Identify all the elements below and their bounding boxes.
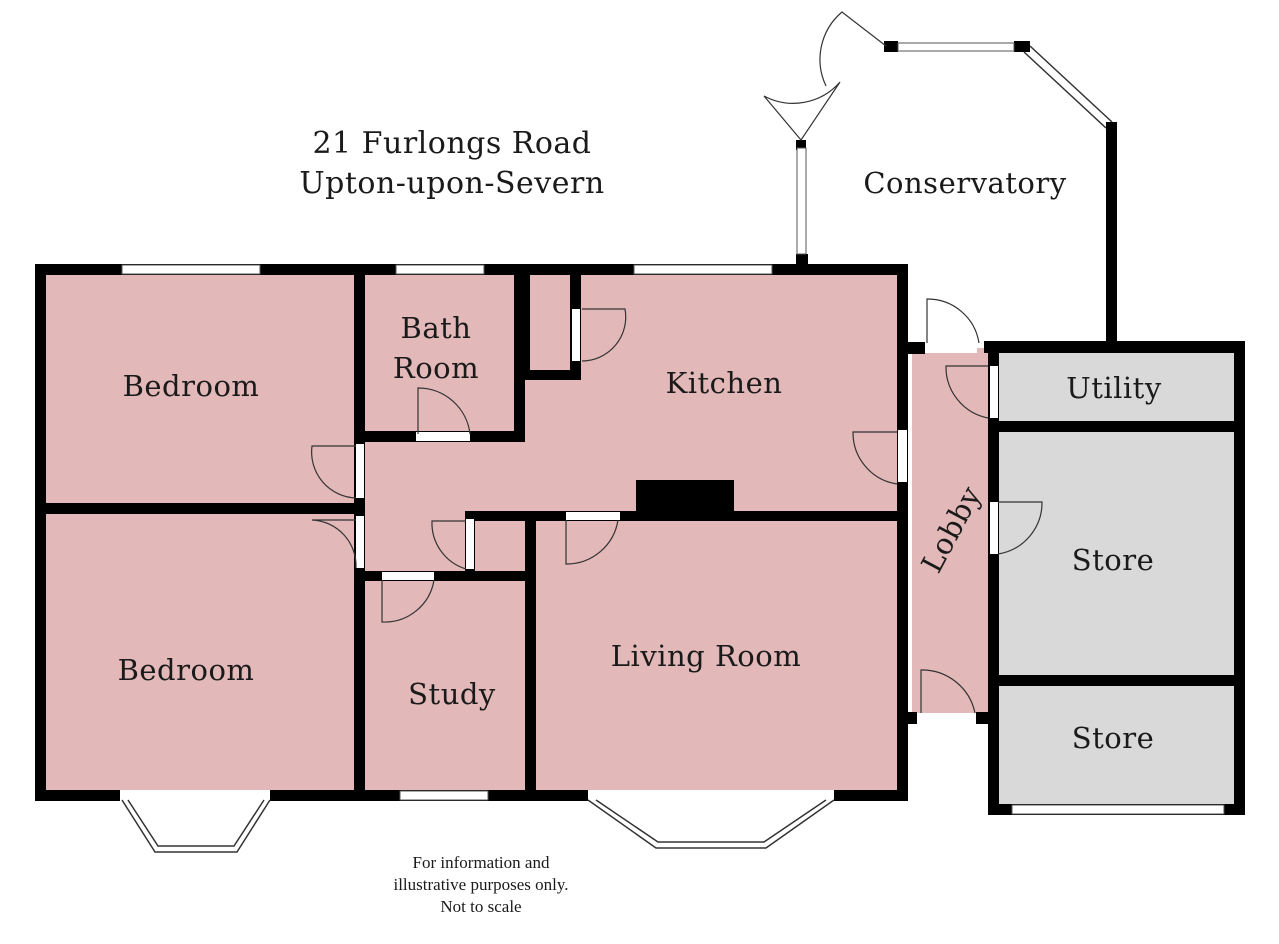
lobby-area [912,348,988,716]
address-line-1: 21 Furlongs Road [312,126,591,161]
room-label-bedroom-2: Bedroom [118,653,255,687]
bedroom-1-area [42,270,358,508]
kitchen-hall-area [362,270,901,516]
room-label-store-2: Store [1072,721,1155,755]
study-area [362,576,530,794]
hall-lower-area [362,512,530,576]
address-line-2: Upton-upon-Severn [299,166,604,201]
room-label-bathroom-line-1: Bath [401,311,472,345]
disclaimer-line-3: Not to scale [440,897,521,916]
doors [311,11,1043,723]
living-room-area [530,516,901,794]
room-label-living-room: Living Room [611,639,801,673]
disclaimer-line-2: illustrative purposes only. [393,875,568,894]
bedroom-2-area [42,512,358,794]
room-label-conservatory: Conservatory [863,166,1066,200]
bay-windows [120,45,1113,853]
windows [121,42,1225,815]
utility-area [996,348,1238,424]
room-label-study: Study [408,677,496,711]
room-label-utility: Utility [1066,371,1162,405]
room-label-bedroom-1: Bedroom [123,369,260,403]
room-label-bathroom-line-2: Room [393,351,479,385]
store-2-area [996,684,1238,808]
room-label-store-1: Store [1072,543,1155,577]
store-1-area [996,428,1238,680]
disclaimer-line-1: For information and [413,853,550,872]
room-label-kitchen: Kitchen [666,366,783,400]
room-fills [42,270,1238,808]
